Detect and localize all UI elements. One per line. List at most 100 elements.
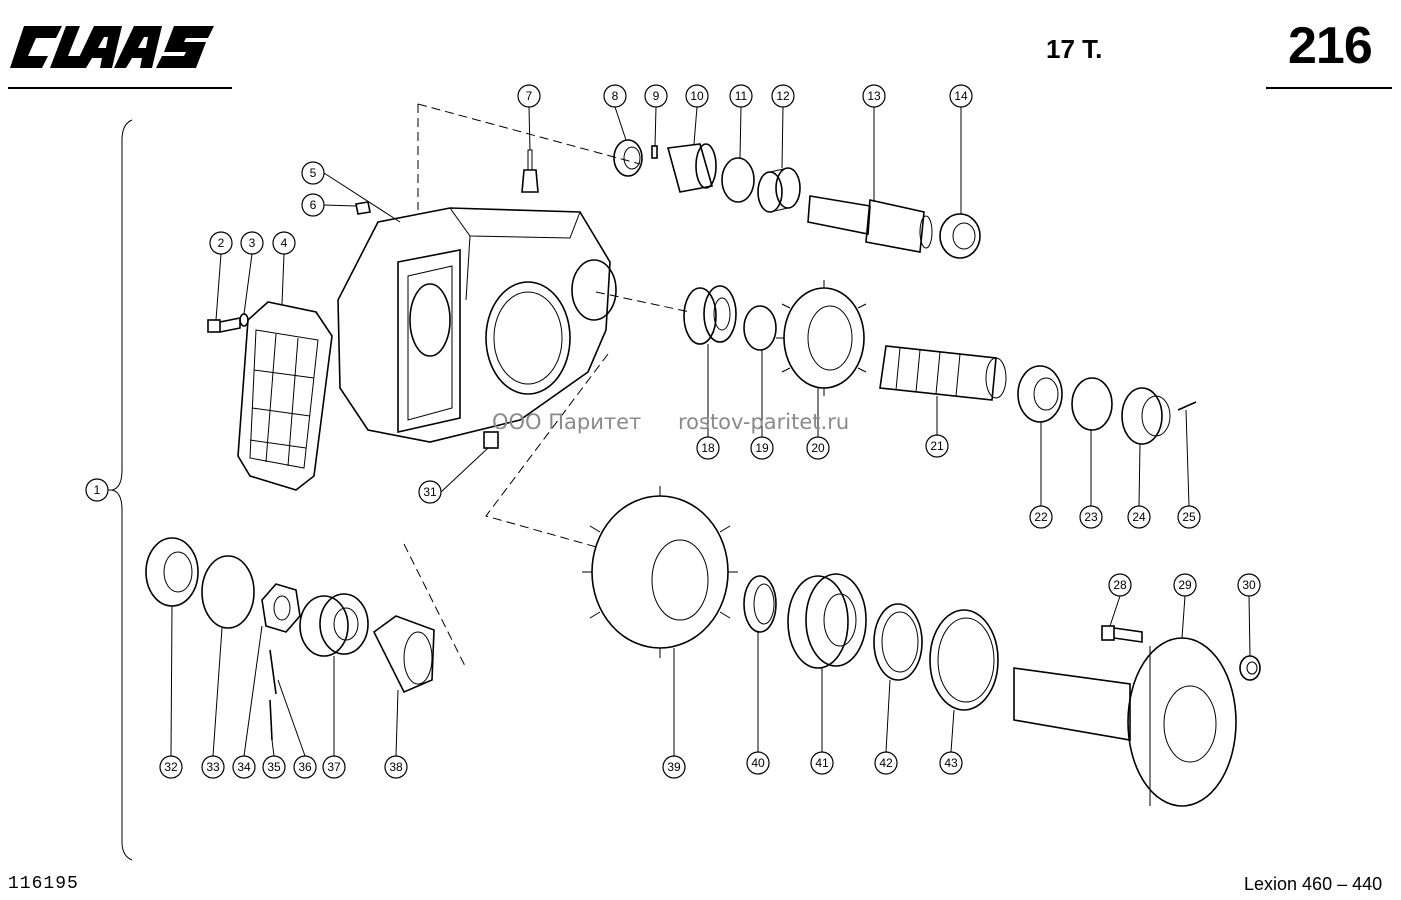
- cover-plate: [237, 301, 333, 491]
- gear-20: [776, 280, 867, 396]
- page-number: 216: [1288, 17, 1373, 75]
- lock-pin-25: [1177, 401, 1197, 411]
- bearing-18: [683, 285, 737, 345]
- seal-ring-8: [613, 139, 643, 177]
- bearing-22: [1017, 365, 1063, 423]
- callout-5: 5: [301, 161, 401, 223]
- watermark-company: ООО Паритет: [492, 410, 642, 434]
- callout-33: 33: [201, 627, 225, 779]
- svg-text:10: 10: [690, 89, 704, 103]
- svg-text:14: 14: [954, 89, 968, 103]
- alignment-lines: [403, 103, 691, 669]
- callout-36: 36: [277, 679, 317, 779]
- claas-logo: [10, 26, 214, 68]
- callout-31: 31: [418, 447, 489, 504]
- callout-6: 6: [301, 193, 357, 217]
- callout-25: 25: [1177, 409, 1201, 529]
- clutch-hub-38: [372, 615, 435, 694]
- callout-41: 41: [810, 668, 834, 775]
- svg-text:30: 30: [1242, 578, 1256, 592]
- callout-40: 40: [746, 632, 770, 775]
- callout-9: 9: [644, 84, 668, 147]
- svg-text:19: 19: [755, 441, 769, 455]
- callout-12: 12: [771, 84, 795, 169]
- svg-text:3: 3: [249, 236, 256, 250]
- callout-37: 37: [322, 656, 346, 779]
- svg-text:11: 11: [735, 89, 748, 103]
- callout-43: 43: [939, 709, 963, 775]
- callout-22: 22: [1029, 422, 1053, 529]
- callout-13: 13: [862, 84, 886, 202]
- nut-34: [261, 583, 301, 633]
- svg-text:33: 33: [206, 760, 220, 774]
- svg-text:24: 24: [1132, 510, 1146, 524]
- watermark-site: rostov-paritet.ru: [677, 410, 850, 434]
- svg-text:12: 12: [776, 89, 790, 103]
- callout-20: 20: [806, 388, 830, 460]
- svg-text:1: 1: [94, 483, 101, 497]
- svg-text:34: 34: [237, 760, 251, 774]
- pinion-shaft-13: [807, 195, 933, 253]
- section-code: 17 T.: [1046, 34, 1103, 64]
- bearing-14: [939, 213, 981, 259]
- svg-text:43: 43: [944, 756, 958, 770]
- bearing-40: [743, 575, 777, 633]
- svg-text:9: 9: [653, 89, 660, 103]
- wheel-nut-30: [1239, 655, 1261, 681]
- seal-32: [145, 537, 199, 607]
- svg-text:36: 36: [298, 760, 312, 774]
- svg-text:40: 40: [751, 756, 765, 770]
- callout-3: 3: [240, 231, 264, 315]
- svg-text:20: 20: [811, 441, 825, 455]
- svg-text:5: 5: [310, 166, 317, 180]
- svg-text:21: 21: [930, 439, 944, 453]
- callout-19: 19: [750, 350, 774, 460]
- breather: [521, 149, 539, 193]
- svg-text:29: 29: [1178, 578, 1192, 592]
- callout-42: 42: [874, 679, 898, 775]
- svg-text:25: 25: [1182, 510, 1196, 524]
- svg-text:13: 13: [867, 89, 881, 103]
- svg-text:28: 28: [1113, 578, 1127, 592]
- o-ring-19: [743, 305, 777, 351]
- svg-text:41: 41: [815, 756, 829, 770]
- callout-18: 18: [696, 344, 720, 460]
- svg-text:6: 6: [310, 198, 317, 212]
- callout-38: 38: [384, 689, 408, 779]
- callout-29: 29: [1173, 573, 1197, 639]
- callout-34: 34: [232, 625, 263, 779]
- o-ring-23: [1071, 377, 1113, 431]
- callout-4: 4: [272, 231, 296, 305]
- callout-24: 24: [1127, 443, 1151, 529]
- bearing-12: [757, 167, 801, 213]
- callout-14: 14: [949, 84, 973, 214]
- roll-pin-36: [269, 649, 277, 695]
- callout-2: 2: [209, 231, 233, 321]
- seal-43: [929, 609, 999, 711]
- bearing-37: [299, 593, 369, 657]
- o-ring-11: [721, 157, 755, 203]
- plug: [355, 201, 371, 215]
- plug-31: [483, 431, 499, 449]
- large-gear-39: [582, 486, 738, 658]
- splined-shaft-21: [879, 345, 1007, 401]
- dowel-pin-9: [651, 145, 658, 159]
- drawing-number: 116195: [8, 874, 79, 894]
- bolt: [207, 317, 241, 333]
- callout-32: 32: [159, 605, 183, 779]
- svg-text:8: 8: [612, 89, 619, 103]
- gearbox-housing: [337, 207, 617, 443]
- header-rule-left: [8, 87, 232, 89]
- svg-text:38: 38: [389, 760, 403, 774]
- part-callouts: 1 2 3 4 5 6 7 8 9 10 11 12 13 14 18 19 2…: [85, 84, 1261, 779]
- svg-text:23: 23: [1084, 510, 1098, 524]
- assembly-brace: [111, 119, 133, 861]
- callout-23: 23: [1079, 430, 1103, 529]
- callout-8: 8: [603, 84, 627, 141]
- roll-pin-35: [269, 699, 273, 741]
- callout-7: 7: [517, 84, 541, 151]
- bearing-41: [787, 573, 867, 669]
- svg-text:7: 7: [526, 89, 533, 103]
- callout-21: 21: [925, 396, 949, 458]
